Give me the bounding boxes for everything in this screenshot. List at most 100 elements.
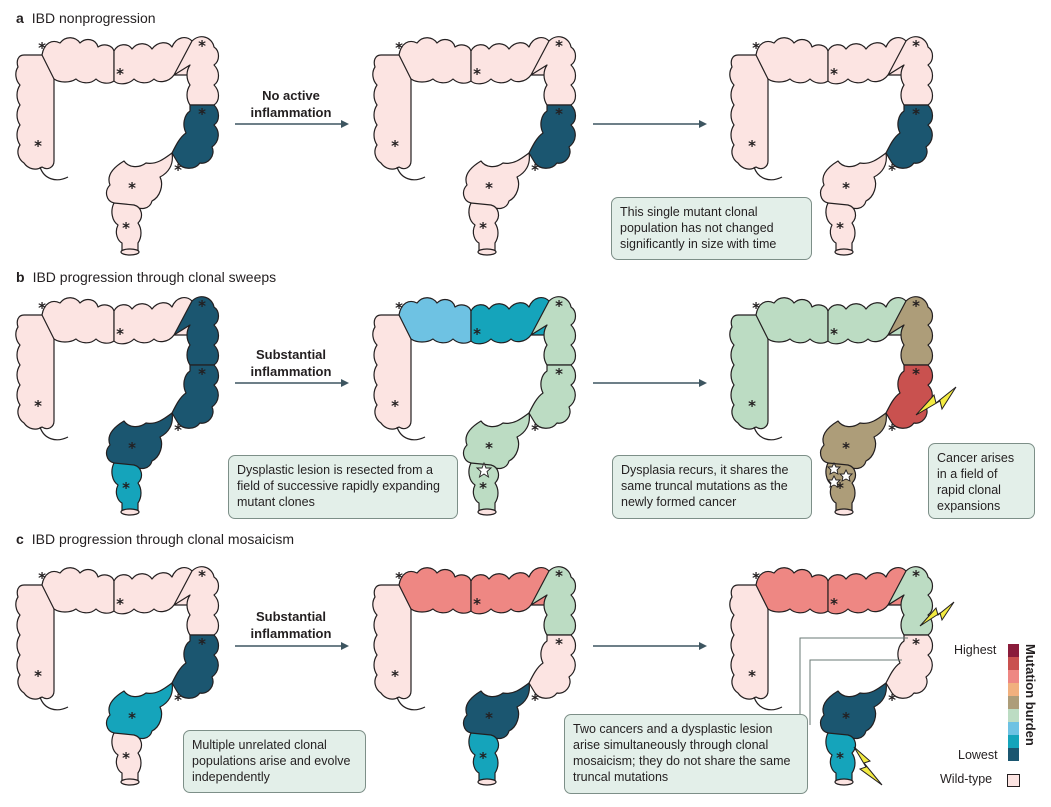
colon-segment-5	[819, 412, 887, 470]
arrow-a2	[593, 120, 707, 128]
biopsy-star-icon: *	[485, 709, 493, 727]
legend-swatch-salmon	[1008, 670, 1019, 683]
biopsy-star-icon: *	[555, 105, 563, 123]
colon-segment-3	[887, 296, 934, 366]
biopsy-star-icon: *	[198, 365, 206, 383]
colon-segment-1	[755, 567, 829, 614]
legend-wild-type-swatch	[1007, 774, 1020, 787]
legend-highest-label: Highest	[954, 643, 997, 657]
colon-segment-5	[105, 152, 173, 210]
biopsy-star-icon: *	[198, 297, 206, 315]
colon-segment-1	[755, 37, 829, 84]
colon-segment-0	[15, 314, 55, 430]
colon-segment-2	[827, 37, 919, 85]
colon-segment-0	[729, 314, 769, 430]
colon-segment-5	[105, 412, 173, 470]
biopsy-star-icon: *	[479, 219, 487, 237]
biopsy-star-icon: *	[748, 667, 756, 685]
biopsy-star-icon: *	[38, 39, 46, 57]
appendix-tail	[753, 426, 783, 441]
colon-segment-1	[398, 297, 472, 344]
colon-segment-4	[171, 364, 220, 429]
biopsy-star-icon: *	[122, 219, 130, 237]
colon-segment-0	[372, 584, 412, 700]
callout-c-multiple-clones: Multiple unrelated clonal populations ar…	[183, 730, 366, 793]
biopsy-star-icon: *	[391, 397, 399, 415]
biopsy-star-icon: *	[122, 749, 130, 767]
legend-title: Mutation burden	[1023, 644, 1038, 746]
biopsy-star-icon: *	[912, 365, 920, 383]
colon-c-0: ********	[15, 566, 220, 786]
anal-opening	[477, 508, 497, 516]
biopsy-star-icon: *	[128, 709, 136, 727]
anal-opening	[834, 248, 854, 256]
colon-segment-0	[729, 54, 769, 170]
colon-b-1: ********	[372, 296, 577, 516]
legend-swatch-red	[1008, 657, 1019, 670]
arrow-c1	[235, 642, 349, 650]
biopsy-star-icon: *	[888, 161, 896, 179]
biopsy-star-icon: *	[842, 179, 850, 197]
colon-b-0: ********	[15, 296, 220, 516]
appendix-tail	[753, 166, 783, 181]
colon-segment-0	[15, 584, 55, 700]
biopsy-star-icon: *	[34, 137, 42, 155]
colon-segment-2	[470, 297, 562, 345]
biopsy-star-icon: *	[174, 691, 182, 709]
colon-segment-3	[173, 566, 220, 636]
biopsy-star-icon: *	[555, 635, 563, 653]
biopsy-star-icon: *	[38, 299, 46, 317]
lightning-bolt-icon	[853, 746, 883, 786]
legend-swatch-dark_teal	[1008, 748, 1019, 761]
biopsy-star-icon: *	[34, 667, 42, 685]
colon-segment-5	[105, 682, 173, 740]
biopsy-star-icon: *	[836, 479, 844, 497]
colon-segment-1	[41, 297, 115, 344]
biopsy-star-icon: *	[116, 595, 124, 613]
anal-opening	[477, 248, 497, 256]
colon-segment-5	[462, 152, 530, 210]
colon-segment-2	[113, 567, 205, 615]
biopsy-star-icon: *	[531, 691, 539, 709]
colon-segment-5	[462, 682, 530, 740]
callout-b-resected-lesion: Dysplastic lesion is resected from a fie…	[228, 455, 458, 519]
appendix-tail	[396, 426, 426, 441]
biopsy-star-icon: *	[116, 325, 124, 343]
biopsy-star-icon: *	[473, 65, 481, 83]
biopsy-star-icon: *	[836, 219, 844, 237]
colon-segment-4	[171, 104, 220, 169]
biopsy-star-icon: *	[555, 37, 563, 55]
biopsy-star-icon: *	[38, 569, 46, 587]
colon-segment-3	[530, 566, 577, 636]
appendix-tail	[39, 696, 69, 711]
biopsy-star-icon: *	[174, 161, 182, 179]
colon-b-2: ********	[729, 296, 934, 516]
arrow-c2	[593, 642, 707, 650]
biopsy-star-icon: *	[485, 179, 493, 197]
colon-segment-4	[885, 104, 934, 169]
colon-segment-1	[41, 37, 115, 84]
arrow-label-b: Substantial inflammation	[250, 347, 332, 379]
anal-opening	[834, 508, 854, 516]
callout-c-clonal-mosaicism: Two cancers and a dysplastic lesion aris…	[564, 714, 808, 794]
anal-opening	[834, 778, 854, 786]
arrow-b1	[235, 379, 349, 387]
colon-segment-4	[528, 104, 577, 169]
colon-segment-1	[755, 297, 829, 344]
biopsy-star-icon: *	[391, 137, 399, 155]
biopsy-star-icon: *	[830, 325, 838, 343]
callout-a-stable-clone: This single mutant clonal population has…	[611, 197, 812, 260]
legend-swatch-peach	[1008, 683, 1019, 696]
colon-segment-2	[113, 37, 205, 85]
colon-segment-4	[528, 634, 577, 699]
biopsy-star-icon: *	[752, 39, 760, 57]
colon-segment-0	[15, 54, 55, 170]
biopsy-star-icon: *	[473, 325, 481, 343]
callout-b-dysplasia-recurs: Dysplasia recurs, it shares the same tru…	[612, 455, 812, 519]
colon-segment-2	[827, 567, 919, 615]
arrow-label-c: Substantial inflammation	[250, 609, 332, 641]
colon-segment-2	[113, 297, 205, 345]
biopsy-star-icon: *	[555, 567, 563, 585]
biopsy-star-icon: *	[531, 161, 539, 179]
